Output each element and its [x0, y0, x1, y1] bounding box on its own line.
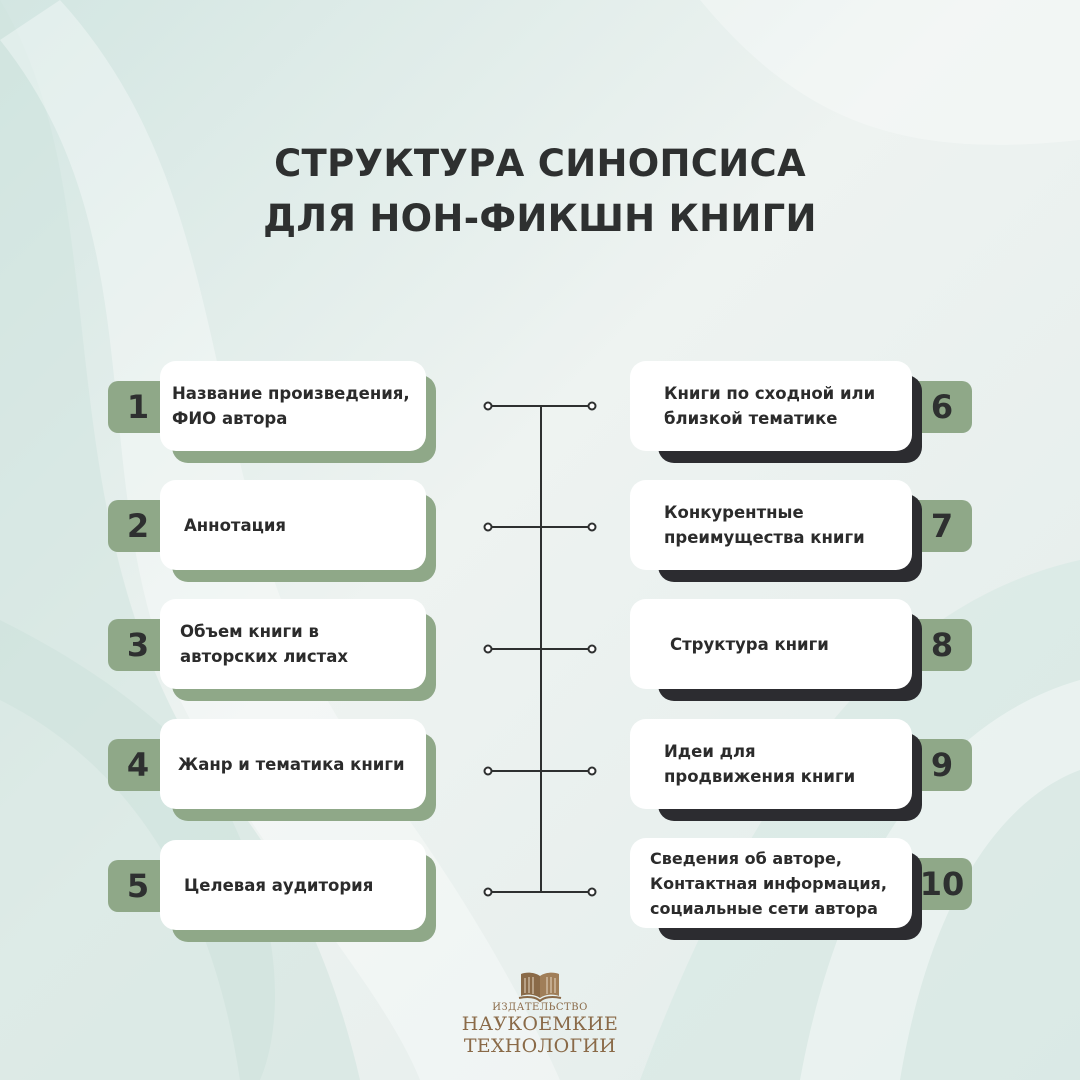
item-number: 7 [912, 500, 972, 552]
item-text: Идеи для продвижения книги [664, 742, 856, 786]
logo-subtitle: ИЗДАТЕЛЬСТВО [492, 1002, 588, 1013]
item-text: Книги по сходной или близкой тематике [664, 384, 876, 428]
item-text: Структура книги [670, 634, 829, 654]
title-line-2: ДЛЯ НОН-ФИКШН КНИГИ [263, 197, 817, 240]
item-card: Название произведения, ФИО автора [160, 361, 426, 451]
item-text: Аннотация [184, 515, 286, 535]
item-number: 2 [108, 500, 168, 552]
item-card: Конкурентные преимущества книги [630, 480, 912, 570]
logo-line-1: НАУКОЕМКИЕ [461, 1013, 619, 1035]
item-text: Название произведения, ФИО автора [172, 384, 410, 428]
item-text: Жанр и тематика книги [178, 754, 405, 774]
item-card: Структура книги [630, 599, 912, 689]
item-card: Книги по сходной или близкой тематике [630, 361, 912, 451]
page-title: СТРУКТУРА СИНОПСИСА ДЛЯ НОН-ФИКШН КНИГИ [0, 136, 1080, 246]
item-card: Сведения об авторе, Контактная информаци… [630, 838, 912, 928]
item-number: 3 [108, 619, 168, 671]
item-text: Объем книги в авторских листах [180, 622, 348, 666]
item-number: 5 [108, 860, 168, 912]
item-card: Целевая аудитория [160, 840, 426, 930]
item-text: Конкурентные преимущества книги [664, 503, 865, 547]
item-card: Идеи для продвижения книги [630, 719, 912, 809]
item-number: 4 [108, 739, 168, 791]
logo-line-2: ТЕХНОЛОГИИ [463, 1035, 617, 1057]
item-number: 8 [912, 619, 972, 671]
item-number: 9 [912, 739, 972, 791]
item-card: Объем книги в авторских листах [160, 599, 426, 689]
item-text: Целевая аудитория [184, 875, 374, 895]
item-number: 1 [108, 381, 168, 433]
item-text: Сведения об авторе, Контактная информаци… [650, 848, 887, 918]
item-number: 10 [912, 858, 972, 910]
item-card: Жанр и тематика книги [160, 719, 426, 809]
item-card: Аннотация [160, 480, 426, 570]
book-icon [518, 972, 562, 1002]
title-line-1: СТРУКТУРА СИНОПСИСА [274, 142, 806, 185]
publisher-logo: ИЗДАТЕЛЬСТВО НАУКОЕМКИЕ ТЕХНОЛОГИИ [440, 968, 640, 1057]
item-number: 6 [912, 381, 972, 433]
